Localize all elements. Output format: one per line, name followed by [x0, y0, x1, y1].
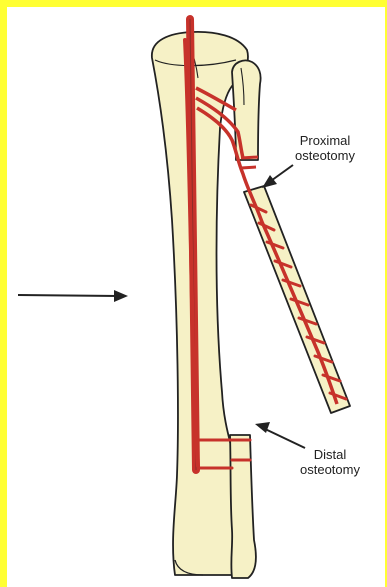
- proximal-label-line2: osteotomy: [295, 148, 355, 163]
- pointer-arrow-left: [18, 290, 128, 302]
- distal-label-line1: Distal: [300, 447, 360, 462]
- distal-osteotomy-label: Distal osteotomy: [300, 447, 360, 477]
- pointer-arrow-distal: [255, 422, 305, 448]
- distal-label-line2: osteotomy: [300, 462, 360, 477]
- fibula-distal: [230, 435, 256, 578]
- pointer-arrow-proximal: [262, 165, 293, 188]
- fibula-head: [232, 60, 261, 160]
- proximal-label-line1: Proximal: [295, 133, 355, 148]
- proximal-osteotomy-label: Proximal osteotomy: [295, 133, 355, 163]
